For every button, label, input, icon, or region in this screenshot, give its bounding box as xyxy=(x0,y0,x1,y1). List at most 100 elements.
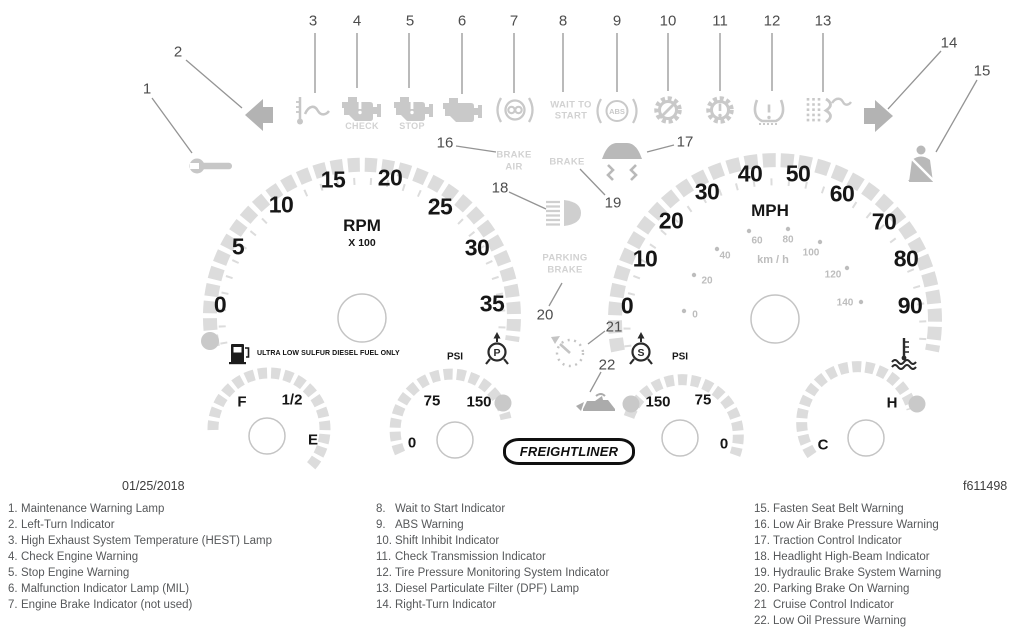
hest-icon xyxy=(296,97,330,125)
tach-number: 20 xyxy=(377,164,403,191)
legend-item-number: 12. xyxy=(376,567,392,579)
legend-item-number: 6. xyxy=(8,583,18,595)
legend-item-label: Malfunction Indicator Lamp (MIL) xyxy=(21,583,190,595)
engine-brake-icon xyxy=(496,97,534,123)
legend-item-number: 11. xyxy=(376,551,392,563)
freightliner-logo: FREIGHTLINER xyxy=(503,438,635,465)
temperature-gauge-arc xyxy=(796,361,918,459)
legend-item-number: 19. xyxy=(754,567,770,579)
needle-hubs xyxy=(248,293,885,459)
parking-brake-text: PARKING xyxy=(542,252,588,264)
tach-number: 0 xyxy=(213,291,227,318)
legend-item-number: 3. xyxy=(8,535,18,547)
secondary-air-number: 0 xyxy=(719,435,729,453)
stop-text: STOP xyxy=(399,121,425,131)
legend-item-label: ABS Warning xyxy=(395,519,464,531)
wait-to-start-text: WAIT TO xyxy=(550,99,592,111)
legend-item-number: 13. xyxy=(376,583,392,595)
primary-air-icon: P xyxy=(485,332,509,365)
callout-number-22: 22 xyxy=(598,356,616,374)
mil-engine-icon xyxy=(443,98,482,122)
secondary-air-number: 150 xyxy=(645,393,671,411)
callout-number-12: 12 xyxy=(763,12,781,30)
callout-number-9: 9 xyxy=(612,12,622,30)
legend-item-label: Cruise Control Indicator xyxy=(773,599,894,611)
brake-air-text-2: AIR xyxy=(505,161,523,173)
tpms-icon xyxy=(753,99,785,125)
tach-number: 25 xyxy=(427,193,453,220)
callout-number-3: 3 xyxy=(308,12,318,30)
secondary-air-number: 75 xyxy=(694,391,712,409)
legend-item-number: 2. xyxy=(8,519,18,531)
check-engine-icon xyxy=(342,97,381,121)
secondary-air-icon: S xyxy=(629,332,653,365)
callout-number-1: 1 xyxy=(142,80,152,98)
speedo-mph-number: 90 xyxy=(897,292,923,319)
cruise-control-icon xyxy=(551,336,585,368)
legend-item-number: 17. xyxy=(754,535,770,547)
temp-gauge-label: C xyxy=(817,436,829,454)
legend-item-label: Engine Brake Indicator (not used) xyxy=(21,599,193,611)
tach-multiplier-label: X 100 xyxy=(348,237,376,249)
callout-number-6: 6 xyxy=(457,12,467,30)
legend-item-number: 21 xyxy=(754,599,767,611)
tach-number: 5 xyxy=(231,233,245,260)
tachometer-arc xyxy=(202,157,521,349)
legend-item-label: Hydraulic Brake System Warning xyxy=(773,567,942,579)
legend-item-label: Diesel Particulate Filter (DPF) Lamp xyxy=(395,583,580,595)
callout-number-21: 21 xyxy=(605,318,623,336)
callout-number-18: 18 xyxy=(491,179,509,197)
kmh-scale-dots xyxy=(681,226,864,314)
callout-number-15: 15 xyxy=(973,62,991,80)
cluster-graphics: ABS xyxy=(151,33,978,470)
legend-item-number: 18. xyxy=(754,551,770,563)
fuel-gauge-label: 1/2 xyxy=(281,391,303,409)
speedo-kmh-number: 100 xyxy=(802,247,820,259)
callout-number-14: 14 xyxy=(940,34,958,52)
speedo-unit-label: MPH xyxy=(751,201,789,220)
speedo-mph-number: 30 xyxy=(694,178,720,205)
legend-item-label: Traction Control Indicator xyxy=(773,535,902,547)
speedo-kmh-number: 120 xyxy=(824,269,842,281)
primary-air-number: 0 xyxy=(407,434,417,452)
abs-icon: ABS xyxy=(596,98,638,124)
speedo-inner-unit-label: km / h xyxy=(757,254,789,266)
right-turn-arrow-icon xyxy=(864,100,893,132)
tach-number: 10 xyxy=(268,191,294,218)
abs-icon-label: ABS xyxy=(609,107,625,116)
legend-item-label: Stop Engine Warning xyxy=(21,567,130,579)
callout-number-7: 7 xyxy=(509,12,519,30)
traction-control-icon xyxy=(602,143,642,181)
fuel-gauge-arc xyxy=(207,367,331,470)
legend-item-label: Low Air Brake Pressure Warning xyxy=(773,519,939,531)
fuel-gauge-label: F xyxy=(237,393,247,411)
speedometer-arc xyxy=(608,153,942,353)
tach-unit-label: RPM xyxy=(343,216,381,235)
hydraulic-brake-text: BRAKE xyxy=(549,156,585,168)
speedo-kmh-number: 60 xyxy=(751,235,763,247)
callout-number-17: 17 xyxy=(676,133,694,151)
primary-air-letter: P xyxy=(493,347,500,359)
legend-item-number: 7. xyxy=(8,599,18,611)
temp-gauge-label: H xyxy=(886,394,898,412)
shift-inhibit-icon xyxy=(657,99,679,121)
legend-item-label: Shift Inhibit Indicator xyxy=(395,535,500,547)
speedo-kmh-number: 20 xyxy=(701,275,713,287)
speedo-kmh-number: 40 xyxy=(719,250,731,262)
speedo-kmh-number: 80 xyxy=(782,234,794,246)
speedo-mph-number: 60 xyxy=(829,180,855,207)
legend-item-label: Check Engine Warning xyxy=(21,551,139,563)
speedo-kmh-number: 140 xyxy=(836,297,854,309)
fuel-note: ULTRA LOW SULFUR DIESEL FUEL ONLY xyxy=(257,350,400,357)
oil-pressure-icon xyxy=(576,393,615,411)
speedo-mph-number: 50 xyxy=(785,160,811,187)
callout-number-19: 19 xyxy=(604,194,622,212)
callout-number-11: 11 xyxy=(712,12,728,30)
legend-item-number: 8. xyxy=(376,503,386,515)
legend-item-number: 10. xyxy=(376,535,392,547)
legend-item-number: 20. xyxy=(754,583,770,595)
primary-air-number: 150 xyxy=(466,393,492,411)
legend-item-label: Maintenance Warning Lamp xyxy=(21,503,165,515)
wrench-icon xyxy=(189,158,232,174)
